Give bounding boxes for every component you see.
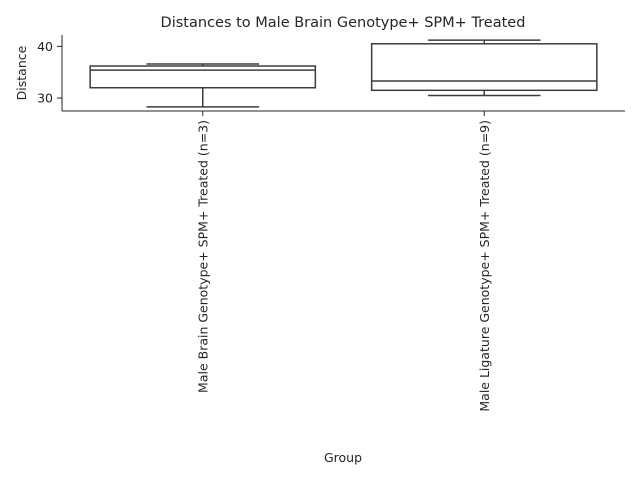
chart-title: Distances to Male Brain Genotype+ SPM+ T… [161, 15, 526, 31]
x-tick-label: Male Brain Genotype+ SPM+ Treated (n=3) [195, 120, 210, 393]
y-ticks: 30 40 [37, 39, 62, 106]
y-tick-label: 30 [37, 91, 53, 106]
box-group [370, 39, 598, 97]
box-group [89, 63, 317, 108]
x-axis-label: Group [324, 450, 362, 465]
box-iqr [370, 43, 598, 92]
box-iqr [89, 65, 317, 89]
boxes [89, 39, 598, 108]
y-tick-label: 40 [37, 39, 53, 54]
x-tick-label: Male Ligature Genotype+ SPM+ Treated (n=… [477, 120, 492, 412]
y-axis-label: Distance [14, 45, 29, 100]
x-ticks: Male Brain Genotype+ SPM+ Treated (n=3) M… [195, 111, 492, 412]
